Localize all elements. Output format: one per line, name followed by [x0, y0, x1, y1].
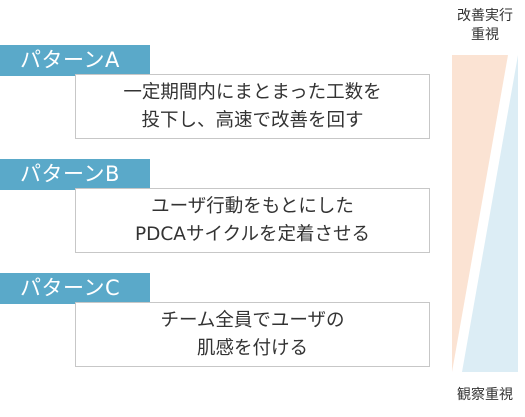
pattern-c-line2: 肌感を付ける: [196, 337, 308, 359]
improvement-priority-wedge: [452, 55, 508, 372]
axis-top-label: 改善実行 重視: [452, 7, 518, 45]
axis-top-label-line1: 改善実行: [457, 8, 513, 24]
pattern-b-description: ユーザ行動をもとにした PDCAサイクルを定着させる: [75, 188, 430, 253]
pattern-b-line2: PDCAサイクルを定着させる: [134, 223, 371, 245]
axis-bottom-label: 観察重視: [457, 387, 513, 403]
pattern-a-line2: 投下し、高速で改善を回す: [141, 109, 364, 131]
pattern-c-tag: パターンC: [0, 273, 150, 304]
pattern-a-tag: パターンA: [0, 45, 150, 76]
observation-priority-wedge: [462, 55, 518, 372]
pattern-a-description: 一定期間内にまとまった工数を 投下し、高速で改善を回す: [75, 74, 430, 139]
pattern-c-line1: チーム全員でユーザの: [160, 309, 345, 331]
axis-top-label-line2: 重視: [471, 27, 499, 43]
pattern-b-line1: ユーザ行動をもとにした: [151, 195, 354, 217]
pattern-c-description: チーム全員でユーザの 肌感を付ける: [75, 302, 430, 367]
pattern-b-tag: パターンB: [0, 159, 150, 190]
pattern-a-line1: 一定期間内にまとまった工数を: [123, 81, 382, 103]
